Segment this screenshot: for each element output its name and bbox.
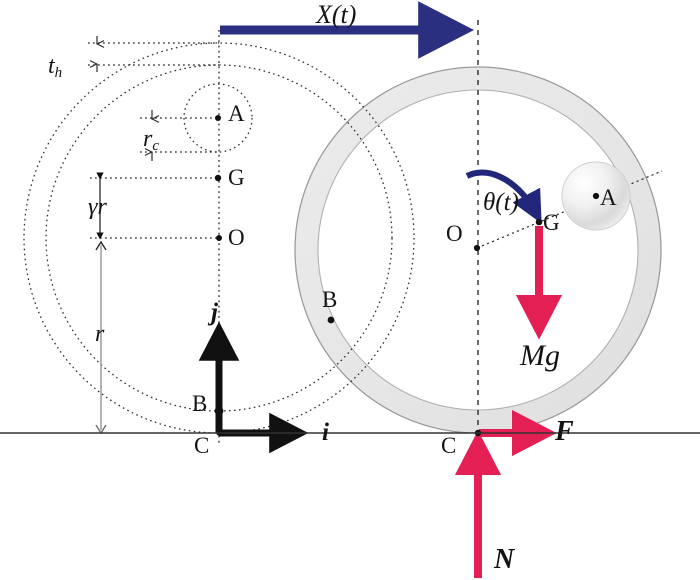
- left-point-label-A: A: [228, 101, 245, 126]
- left-point-B-dot: [214, 406, 224, 416]
- angle-label: θ(t): [483, 189, 519, 216]
- left-core-circle-dotted: [183, 83, 253, 153]
- right-point-G-dot: [535, 218, 543, 226]
- right-point-B-dot: [327, 316, 335, 324]
- left-point-O-dot: [216, 235, 222, 241]
- left-point-label-B: B: [192, 391, 208, 416]
- displacement-label: X(t): [316, 0, 357, 29]
- dim-label-wheel-radius: r: [95, 321, 105, 347]
- right-point-O-dot: [473, 244, 481, 252]
- theta-arc-arrow: [465, 169, 542, 224]
- force-label-normal: N: [494, 544, 515, 575]
- basis-vector-label-i: i: [322, 419, 329, 446]
- left-point-label-G: G: [228, 165, 245, 190]
- right-radial-line-OA: [476, 170, 663, 249]
- basis-vector-label-j: j: [211, 299, 218, 326]
- right-point-label-B: B: [322, 287, 338, 312]
- right-point-label-O: O: [446, 221, 463, 246]
- dim-r-arrow-up: [95, 240, 107, 251]
- right-point-label-C: C: [441, 433, 457, 458]
- force-label-friction: F: [555, 416, 574, 447]
- left-point-A-dot: [215, 115, 221, 121]
- right-wheel-group: [294, 20, 663, 578]
- right-point-label-A: A: [600, 185, 617, 210]
- dim-label-gamma-r: γr: [88, 194, 107, 220]
- left-point-label-O: O: [228, 225, 245, 250]
- dim-label-core-radius: rc: [143, 126, 160, 155]
- force-label-gravity: Mg: [520, 339, 560, 372]
- left-hoop-inner-circle-dotted: [45, 64, 393, 412]
- right-point-label-G: G: [543, 210, 560, 235]
- left-point-G-dot: [214, 174, 222, 182]
- left-point-label-C: C: [194, 433, 210, 458]
- dim-label-hoop-thickness: th: [48, 53, 63, 82]
- right-point-A-dot: [592, 192, 600, 200]
